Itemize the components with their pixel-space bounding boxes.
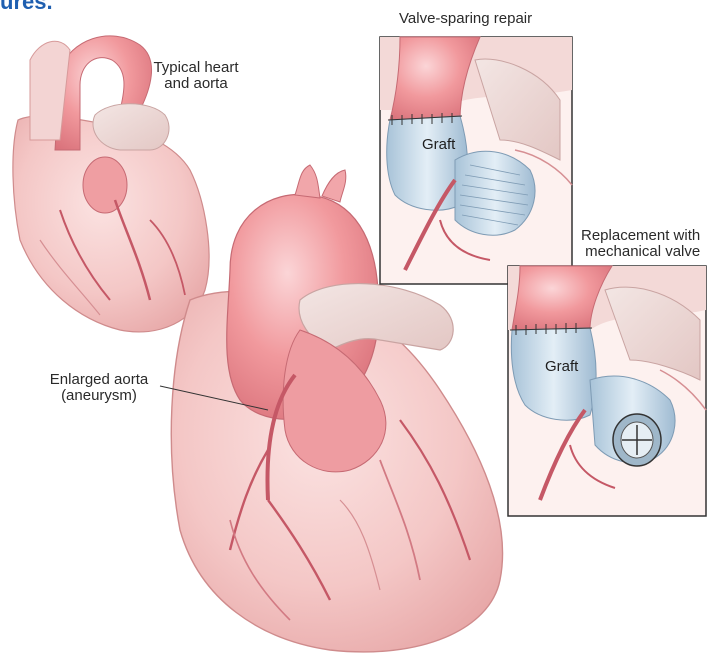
inset-mechanical-valve [508, 266, 706, 516]
graft-label-mechanical: Graft [545, 359, 578, 375]
replacement-label-line2: mechanical valve [581, 244, 700, 260]
graft-label-valve-sparing: Graft [422, 137, 455, 153]
typical-heart-label-line1: Typical heart [134, 60, 258, 76]
replacement-label: Replacement with mechanical valve [581, 228, 700, 260]
replacement-label-line1: Replacement with [581, 228, 700, 244]
enlarged-aorta-label-line2: (aneurysm) [36, 388, 162, 404]
typical-heart-label-line2: and aorta [134, 76, 258, 92]
enlarged-aorta-label: Enlarged aorta (aneurysm) [36, 372, 162, 404]
typical-heart-label: Typical heart and aorta [134, 60, 258, 92]
inset-valve-sparing [380, 37, 572, 284]
enlarged-aorta-label-line1: Enlarged aorta [36, 372, 162, 388]
valve-sparing-label: Valve-sparing repair [399, 11, 532, 27]
